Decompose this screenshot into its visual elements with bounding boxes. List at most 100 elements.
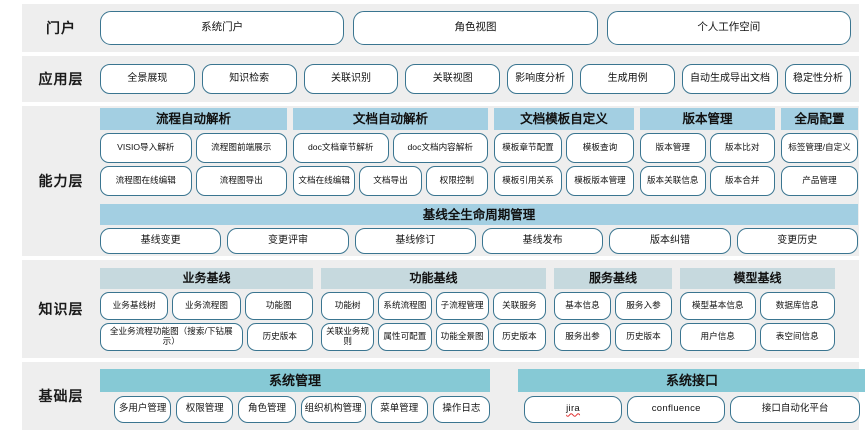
cap-item-doc-online-edit[interactable]: 文档在线编辑	[293, 166, 356, 196]
lifecycle-item-baseline-revision[interactable]: 基线修订	[354, 228, 476, 254]
know-item-model-basic-info[interactable]: 模型基本信息	[680, 291, 756, 320]
know-item-business-flow-chart[interactable]: 业务流程图	[172, 291, 241, 320]
lifecycle-item-baseline-change[interactable]: 基线变更	[100, 228, 222, 254]
know-item-service-basic-info[interactable]: 基本信息	[554, 291, 611, 320]
capability-group-title: 文档自动解析	[293, 108, 488, 130]
cap-item-permission-control[interactable]: 权限控制	[425, 166, 488, 196]
base-item-jira[interactable]: jira	[524, 396, 623, 423]
cap-item-doc-chapter-parse[interactable]: doc文档章节解析	[293, 133, 389, 163]
know-item-service-output-param[interactable]: 服务出参	[554, 322, 611, 351]
base-item-org-management[interactable]: 组织机构管理	[300, 396, 366, 423]
cap-item-visio-import-parse[interactable]: VISIO导入解析	[100, 133, 192, 163]
portal-item-role-view[interactable]: 角色视图	[353, 11, 598, 45]
base-item-operation-log[interactable]: 操作日志	[432, 396, 491, 423]
base-item-role-management[interactable]: 角色管理	[238, 396, 296, 423]
capability-group-row: 版本关联信息 版本合并	[640, 166, 775, 196]
portal-item-personal-workspace[interactable]: 个人工作空间	[606, 11, 851, 45]
base-item-menu-management[interactable]: 菜单管理	[370, 396, 428, 423]
know-item-history-version[interactable]: 历史版本	[246, 322, 313, 351]
base-item-multi-user-management[interactable]: 多用户管理	[114, 396, 172, 423]
base-item-confluence[interactable]: confluence	[627, 396, 726, 423]
cap-item-version-relation-info[interactable]: 版本关联信息	[640, 166, 706, 196]
capability-lifecycle-block: 基线全生命周期管理 基线变更 变更评审 基线修订 基线发布 版本纠错 变更历史	[100, 204, 858, 254]
knowledge-group-row: 业务基线树 业务流程图 功能图	[100, 291, 313, 320]
cap-item-doc-export[interactable]: 文档导出	[359, 166, 422, 196]
know-item-business-baseline-tree[interactable]: 业务基线树	[100, 291, 169, 320]
capability-group-row: 流程图在线编辑 流程图导出	[100, 166, 287, 196]
portal-body: 系统门户 角色视图 个人工作空间	[100, 11, 851, 45]
cap-item-flow-export[interactable]: 流程图导出	[195, 166, 287, 196]
cap-item-tag-management[interactable]: 标签管理/自定义	[781, 133, 858, 163]
layer-label-knowledge: 知识层	[38, 301, 84, 317]
know-item-system-flow-chart[interactable]: 系统流程图	[378, 291, 432, 320]
cap-item-doc-content-parse[interactable]: doc文档内容解析	[392, 133, 488, 163]
know-item-service-input-param[interactable]: 服务入参	[615, 291, 672, 320]
capability-group-row: 模板引用关系 模板版本管理	[494, 166, 634, 196]
cap-item-flow-online-edit[interactable]: 流程图在线编辑	[100, 166, 192, 196]
lifecycle-item-baseline-release[interactable]: 基线发布	[481, 228, 604, 254]
portal-item-system-portal[interactable]: 系统门户	[100, 11, 345, 45]
cap-item-version-management[interactable]: 版本管理	[640, 133, 706, 163]
lifecycle-item-change-history[interactable]: 变更历史	[736, 228, 858, 254]
app-item-knowledge-search[interactable]: 知识检索	[201, 64, 297, 94]
app-item-auto-export-doc[interactable]: 自动生成导出文档	[681, 64, 778, 94]
know-item-subflow-management[interactable]: 子流程管理	[435, 291, 489, 320]
capability-group-title: 流程自动解析	[100, 108, 287, 130]
know-item-function-history-version[interactable]: 历史版本	[492, 322, 546, 351]
foundation-group-title: 系统接口	[518, 369, 865, 392]
foundation-body: 系统管理 多用户管理 权限管理 角色管理 组织机构管理 菜单管理 操作日志 系统…	[100, 369, 865, 423]
know-item-function-chart[interactable]: 功能图	[244, 291, 313, 320]
know-item-tablespace-info[interactable]: 表空间信息	[759, 322, 835, 351]
application-body: 全景展现 知识检索 关联识别 关联视图 影响度分析 生成用例 自动生成导出文档 …	[100, 64, 851, 94]
portal-item-list: 系统门户 角色视图 个人工作空间	[100, 11, 851, 45]
cap-item-template-version-mgmt[interactable]: 模板版本管理	[566, 166, 634, 196]
knowledge-group-title: 业务基线	[100, 267, 313, 289]
know-item-service-history-version[interactable]: 历史版本	[615, 322, 672, 351]
know-item-function-panorama[interactable]: 功能全景图	[435, 322, 489, 351]
knowledge-body: 业务基线 业务基线树 业务流程图 功能图 全业务流程功能图（搜索/下钻展示） 历…	[100, 267, 851, 351]
lifecycle-item-version-correction[interactable]: 版本纠错	[609, 228, 731, 254]
app-item-relation-recognition[interactable]: 关联识别	[303, 64, 399, 94]
capability-group-row: VISIO导入解析 流程图前端展示	[100, 133, 287, 163]
know-item-related-business-rule[interactable]: 关联业务规则	[321, 322, 375, 351]
capability-group-title: 文档模板自定义	[494, 108, 634, 130]
cap-item-version-merge[interactable]: 版本合并	[709, 166, 775, 196]
cap-item-flow-front-display[interactable]: 流程图前端展示	[195, 133, 287, 163]
foundation-group-system-interface: 系统接口 jira confluence 接口自动化平台	[518, 369, 865, 423]
lifecycle-item-change-review[interactable]: 变更评审	[227, 228, 349, 254]
capability-group-global-config: 全局配置 标签管理/自定义 产品管理	[781, 108, 858, 196]
base-item-interface-automation-platform[interactable]: 接口自动化平台	[730, 396, 861, 423]
layer-row-knowledge: 知识层 业务基线 业务基线树 业务流程图 功能图 全业务流程功能图（搜索/下钻展…	[22, 260, 859, 358]
app-item-panorama[interactable]: 全景展现	[100, 64, 195, 94]
know-item-full-business-flow-function-chart[interactable]: 全业务流程功能图（搜索/下钻展示）	[100, 322, 243, 351]
foundation-group-system-management: 系统管理 多用户管理 权限管理 角色管理 组织机构管理 菜单管理 操作日志	[100, 369, 491, 423]
foundation-group-row: 多用户管理 权限管理 角色管理 组织机构管理 菜单管理 操作日志	[100, 396, 491, 423]
knowledge-group-row: 基本信息 服务入参	[554, 291, 672, 320]
know-item-related-service[interactable]: 关联服务	[492, 291, 546, 320]
capability-group-title: 全局配置	[781, 108, 858, 130]
foundation-group-title: 系统管理	[100, 369, 490, 392]
cap-item-template-query[interactable]: 模板查询	[566, 133, 634, 163]
knowledge-group-model-baseline: 模型基线 模型基本信息 数据库信息 用户信息 表空间信息	[680, 267, 835, 351]
capability-group-row: 标签管理/自定义	[781, 133, 858, 163]
know-item-attribute-configurable[interactable]: 属性可配置	[378, 322, 432, 351]
cap-item-version-compare[interactable]: 版本比对	[709, 133, 775, 163]
app-item-relation-view[interactable]: 关联视图	[405, 64, 501, 94]
cap-item-product-management[interactable]: 产品管理	[781, 166, 858, 196]
app-item-stability-analysis[interactable]: 稳定性分析	[784, 64, 851, 94]
know-item-database-info[interactable]: 数据库信息	[759, 291, 835, 320]
base-item-permission-management[interactable]: 权限管理	[176, 396, 234, 423]
knowledge-group-row: 用户信息 表空间信息	[680, 322, 835, 351]
cap-item-template-chapter-config[interactable]: 模板章节配置	[494, 133, 562, 163]
capability-group-row: 产品管理	[781, 166, 858, 196]
knowledge-group-business-baseline: 业务基线 业务基线树 业务流程图 功能图 全业务流程功能图（搜索/下钻展示） 历…	[100, 267, 313, 351]
know-item-user-info[interactable]: 用户信息	[680, 322, 756, 351]
knowledge-group-row: 功能树 系统流程图 子流程管理 关联服务	[321, 291, 546, 320]
cap-item-template-reference[interactable]: 模板引用关系	[494, 166, 562, 196]
know-item-function-tree[interactable]: 功能树	[321, 291, 375, 320]
app-item-impact-analysis[interactable]: 影响度分析	[507, 64, 574, 94]
knowledge-group-title: 功能基线	[321, 267, 546, 289]
app-item-generate-usecase[interactable]: 生成用例	[580, 64, 675, 94]
foundation-group-columns: 系统管理 多用户管理 权限管理 角色管理 组织机构管理 菜单管理 操作日志 系统…	[100, 369, 865, 423]
